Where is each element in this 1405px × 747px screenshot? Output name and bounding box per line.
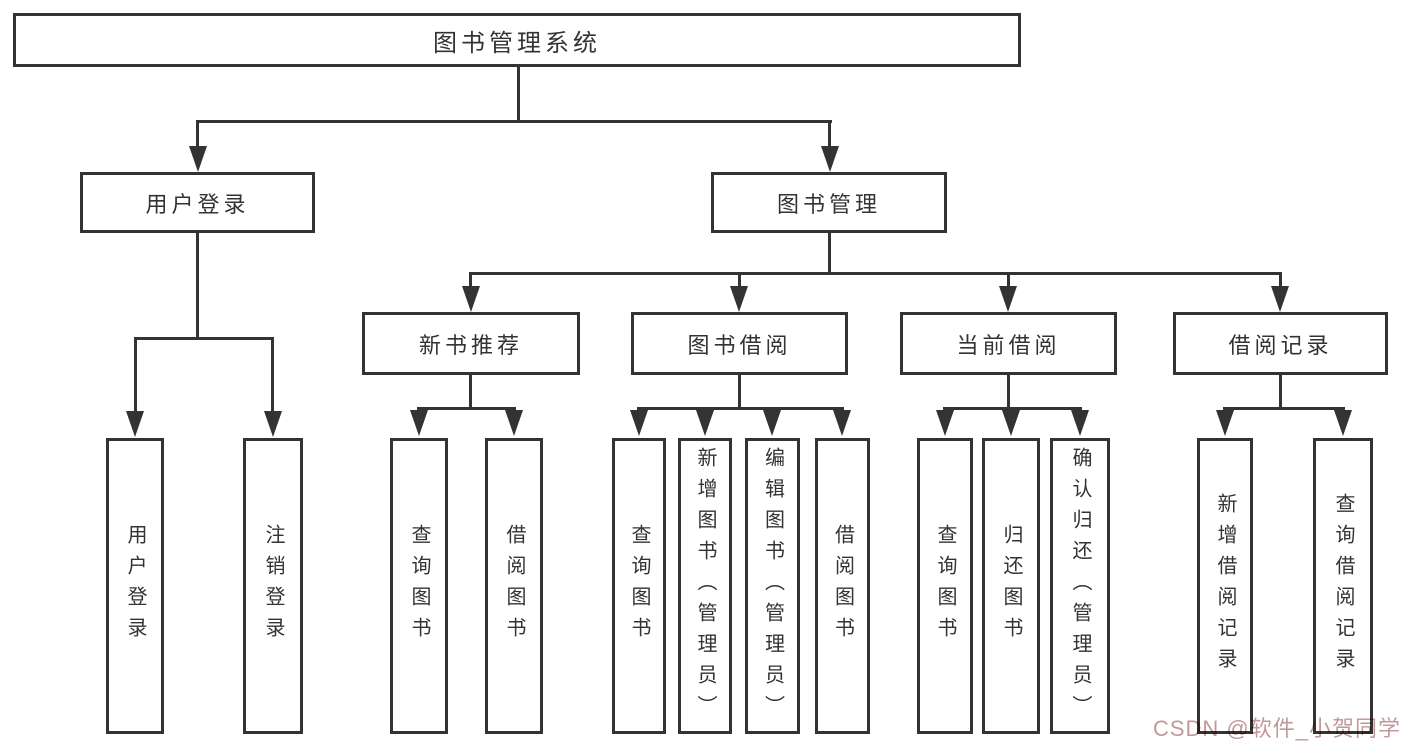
arrow-down-icon (1071, 410, 1089, 436)
arrow-down-icon (126, 411, 144, 437)
arrow-down-icon (189, 146, 207, 172)
leaf-search-books-current: 查询图书 (917, 438, 973, 734)
arrow-down-icon (630, 410, 648, 436)
arrow-down-icon (264, 411, 282, 437)
arrow-down-icon (936, 410, 954, 436)
leaf-user-login: 用户登录 (106, 438, 164, 734)
leaf-return-books: 归还图书 (982, 438, 1040, 734)
arrow-down-icon (462, 286, 480, 312)
arrow-down-icon (833, 410, 851, 436)
connector-line (469, 373, 472, 409)
node-book-borrowing: 图书借阅 (631, 312, 848, 375)
connector-line (196, 120, 832, 123)
connector-line (943, 407, 1082, 410)
connector-line (1279, 373, 1282, 409)
connector-line (469, 272, 472, 289)
connector-line (738, 373, 741, 409)
leaf-search-books-borrowing: 查询图书 (612, 438, 666, 734)
arrow-down-icon (730, 286, 748, 312)
arrow-down-icon (1216, 410, 1234, 436)
connector-line (1007, 272, 1010, 289)
leaf-search-borrow-record: 查询借阅记录 (1313, 438, 1373, 734)
arrow-down-icon (696, 410, 714, 436)
node-book-management: 图书管理 (711, 172, 947, 233)
leaf-logout: 注销登录 (243, 438, 303, 734)
connector-line (134, 337, 137, 412)
node-borrowing-records: 借阅记录 (1173, 312, 1388, 375)
leaf-borrow-books-recommend: 借阅图书 (485, 438, 543, 734)
connector-line (134, 337, 274, 340)
node-new-book-recommendation: 新书推荐 (362, 312, 580, 375)
connector-line (417, 407, 516, 410)
connector-line (637, 407, 844, 410)
arrow-down-icon (1271, 286, 1289, 312)
arrow-down-icon (999, 286, 1017, 312)
arrow-down-icon (763, 410, 781, 436)
connector-line (271, 337, 274, 412)
connector-line (828, 231, 831, 274)
leaf-add-book-admin: 新增图书（管理员） (678, 438, 732, 734)
connector-line (469, 272, 1282, 275)
connector-line (1007, 373, 1010, 409)
arrow-down-icon (505, 410, 523, 436)
node-user-login: 用户登录 (80, 172, 315, 233)
connector-line (517, 65, 520, 122)
arrow-down-icon (821, 146, 839, 172)
connector-line (738, 272, 741, 289)
connector-line (1223, 407, 1345, 410)
arrow-down-icon (1334, 410, 1352, 436)
node-root: 图书管理系统 (13, 13, 1021, 67)
leaf-search-books-recommend: 查询图书 (390, 438, 448, 734)
leaf-confirm-return-admin: 确认归还（管理员） (1050, 438, 1110, 734)
leaf-borrow-books-borrowing: 借阅图书 (815, 438, 870, 734)
connector-line (1279, 272, 1282, 289)
watermark-text: CSDN @软件_小贺同学 (1152, 716, 1401, 741)
leaf-edit-book-admin: 编辑图书（管理员） (745, 438, 800, 734)
connector-line (196, 231, 199, 339)
arrow-down-icon (1002, 410, 1020, 436)
connector-line (196, 120, 199, 148)
connector-line (828, 120, 831, 148)
arrow-down-icon (410, 410, 428, 436)
node-current-borrowing: 当前借阅 (900, 312, 1117, 375)
leaf-add-borrow-record: 新增借阅记录 (1197, 438, 1253, 734)
